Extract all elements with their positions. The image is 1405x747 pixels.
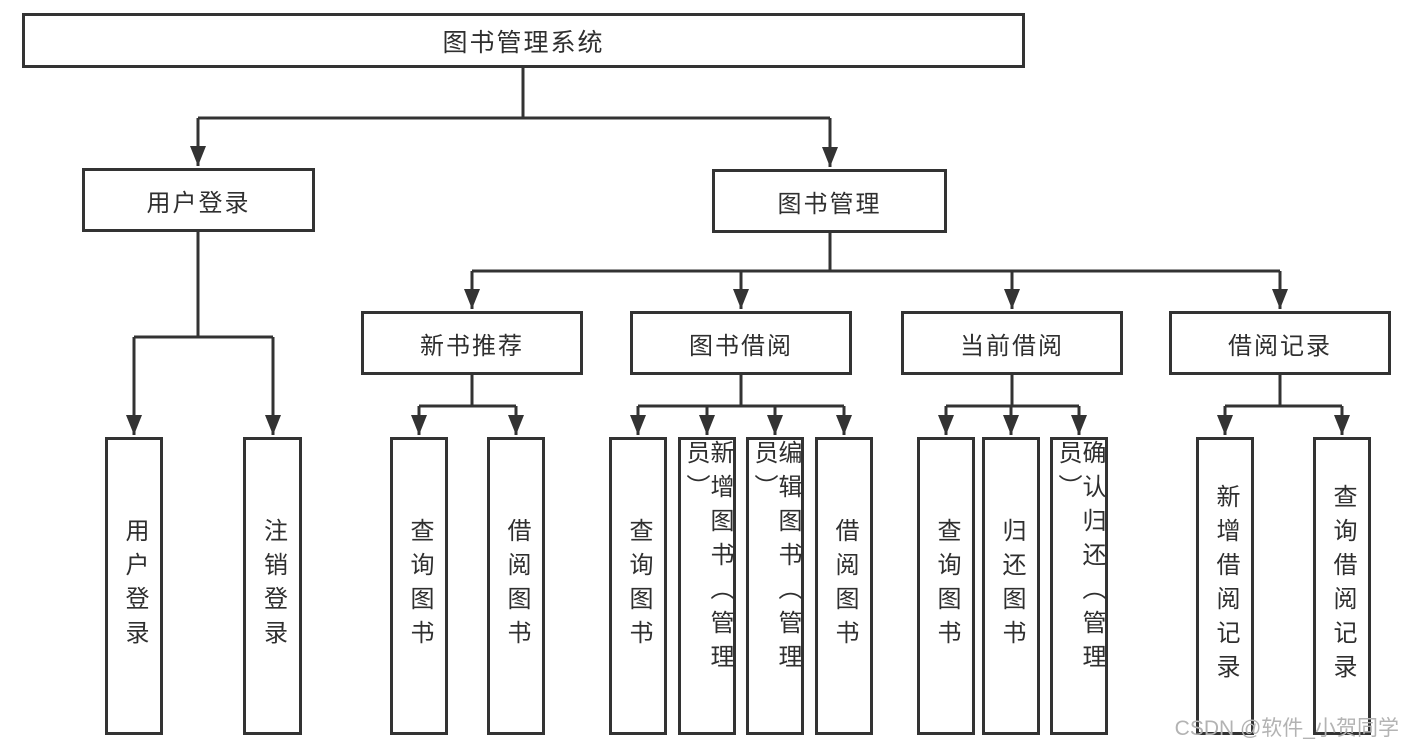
node-label: 新书推荐 bbox=[420, 332, 524, 360]
node-logout-login: 注销登录 bbox=[243, 437, 302, 735]
node-user-login-leaf: 用户登录 bbox=[105, 437, 163, 735]
connector-root-rail bbox=[198, 68, 830, 120]
connector-user-login-rail bbox=[134, 232, 273, 339]
node-label: 借阅记录 bbox=[1228, 332, 1332, 360]
node-query-borrow-record: 查询借阅记录 bbox=[1313, 437, 1371, 735]
node-label: 新增图书（管理员） bbox=[682, 440, 733, 678]
node-label: 归还图书 bbox=[998, 518, 1025, 654]
node-borrow-book: 借阅图书 bbox=[815, 437, 873, 735]
node-label: 确认归还（管理员） bbox=[1054, 440, 1105, 678]
watermark: CSDN @软件_小贺同学 bbox=[1174, 717, 1399, 740]
node-label: 借阅图书 bbox=[831, 518, 858, 654]
node-label: 图书管理 bbox=[777, 190, 882, 218]
node-label: 查询图书 bbox=[406, 518, 433, 654]
node-label: 查询借阅记录 bbox=[1329, 484, 1356, 688]
node-current-borrow: 当前借阅 bbox=[901, 311, 1123, 375]
connector-book-management-rail bbox=[472, 233, 1280, 273]
node-label: 查询图书 bbox=[933, 518, 960, 654]
node-label: 用户登录 bbox=[121, 518, 148, 654]
node-query-book-recommend: 查询图书 bbox=[390, 437, 448, 735]
node-label: 图书借阅 bbox=[689, 332, 793, 360]
node-book-borrow: 图书借阅 bbox=[630, 311, 852, 375]
node-label: 注销登录 bbox=[259, 518, 287, 654]
node-new-book-recommend: 新书推荐 bbox=[361, 311, 583, 375]
node-label: 查询图书 bbox=[625, 518, 652, 654]
node-label: 当前借阅 bbox=[960, 332, 1064, 360]
connector-book-borrow-rail bbox=[638, 375, 844, 408]
node-add-book-admin: 新增图书（管理员） bbox=[678, 437, 736, 735]
node-query-book-current: 查询图书 bbox=[917, 437, 975, 735]
node-query-book-borrow: 查询图书 bbox=[609, 437, 667, 735]
node-label: 图书管理系统 bbox=[442, 28, 605, 57]
node-label: 新增借阅记录 bbox=[1212, 484, 1239, 688]
node-user-login: 用户登录 bbox=[82, 168, 315, 232]
node-add-borrow-record: 新增借阅记录 bbox=[1196, 437, 1254, 735]
node-borrow-records: 借阅记录 bbox=[1169, 311, 1391, 375]
node-label: 借阅图书 bbox=[503, 518, 530, 654]
node-borrow-book-recommend: 借阅图书 bbox=[487, 437, 545, 735]
node-confirm-return-admin: 确认归还（管理员） bbox=[1050, 437, 1108, 735]
connector-current-borrow-rail bbox=[946, 375, 1079, 408]
node-label: 编辑图书（管理员） bbox=[750, 440, 801, 678]
node-library-management-system: 图书管理系统 bbox=[22, 13, 1025, 68]
node-edit-book-admin: 编辑图书（管理员） bbox=[746, 437, 804, 735]
connector-borrow-records-rail bbox=[1225, 375, 1342, 408]
connector-new-book-recommend-rail bbox=[419, 375, 516, 408]
node-label: 用户登录 bbox=[146, 189, 251, 217]
node-return-book: 归还图书 bbox=[982, 437, 1040, 735]
node-book-management: 图书管理 bbox=[712, 169, 947, 233]
